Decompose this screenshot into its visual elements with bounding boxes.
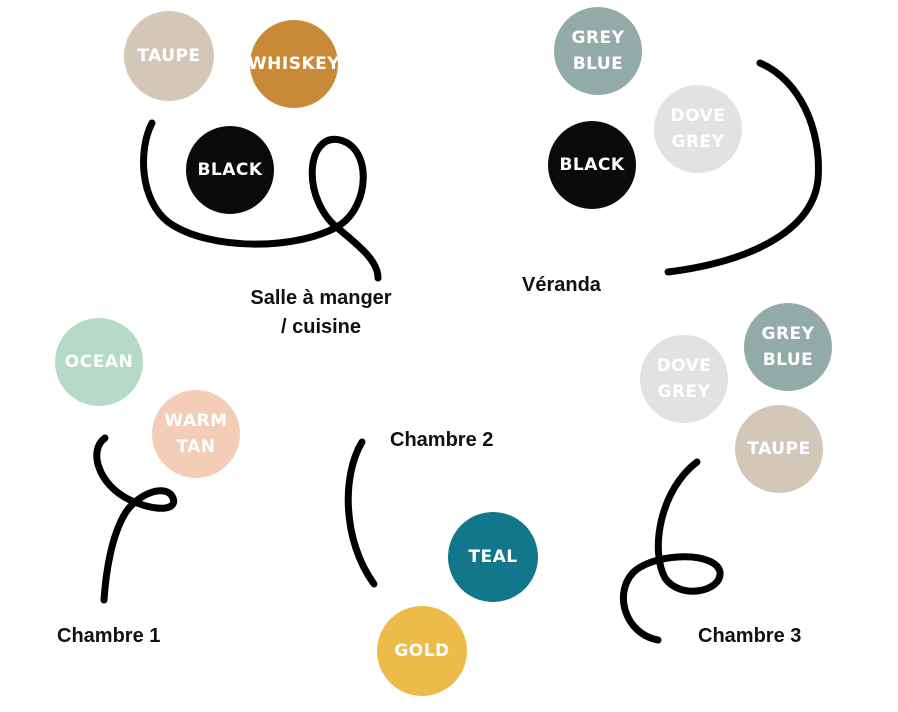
- swatch-black: BLACK: [548, 121, 636, 209]
- room-label-salle-a-manger: Salle à manger / cuisine: [250, 287, 392, 338]
- stroke-chambre2: [344, 438, 378, 588]
- stroke-veranda: [664, 59, 822, 276]
- swatch-taupe: TAUPE: [124, 11, 214, 101]
- room-label-veranda: Véranda: [522, 274, 601, 296]
- room-label-chambre-3: Chambre 3: [698, 625, 802, 647]
- swatch-whiskey: WHISKEY: [248, 20, 340, 108]
- stroke-chambre1: [93, 434, 178, 604]
- room-label-chambre-1: Chambre 1: [57, 625, 161, 647]
- swatch-dove-grey: DOVE GREY: [654, 85, 742, 173]
- swatch-dove-grey: DOVE GREY: [640, 335, 728, 423]
- swatch-grey-blue: GREY BLUE: [554, 7, 642, 95]
- swatch-black: BLACK: [186, 126, 274, 214]
- swatch-grey-blue: GREY BLUE: [744, 303, 832, 391]
- swatch-taupe: TAUPE: [735, 405, 823, 493]
- stroke-chambre3: [619, 458, 724, 644]
- swatch-warm-tan: WARM TAN: [152, 390, 240, 478]
- swatch-ocean: OCEAN: [55, 318, 143, 406]
- stroke-dining: [140, 119, 382, 282]
- room-label-chambre-2: Chambre 2: [390, 429, 494, 451]
- swatch-gold: GOLD: [377, 606, 467, 696]
- swatch-teal: TEAL: [448, 512, 538, 602]
